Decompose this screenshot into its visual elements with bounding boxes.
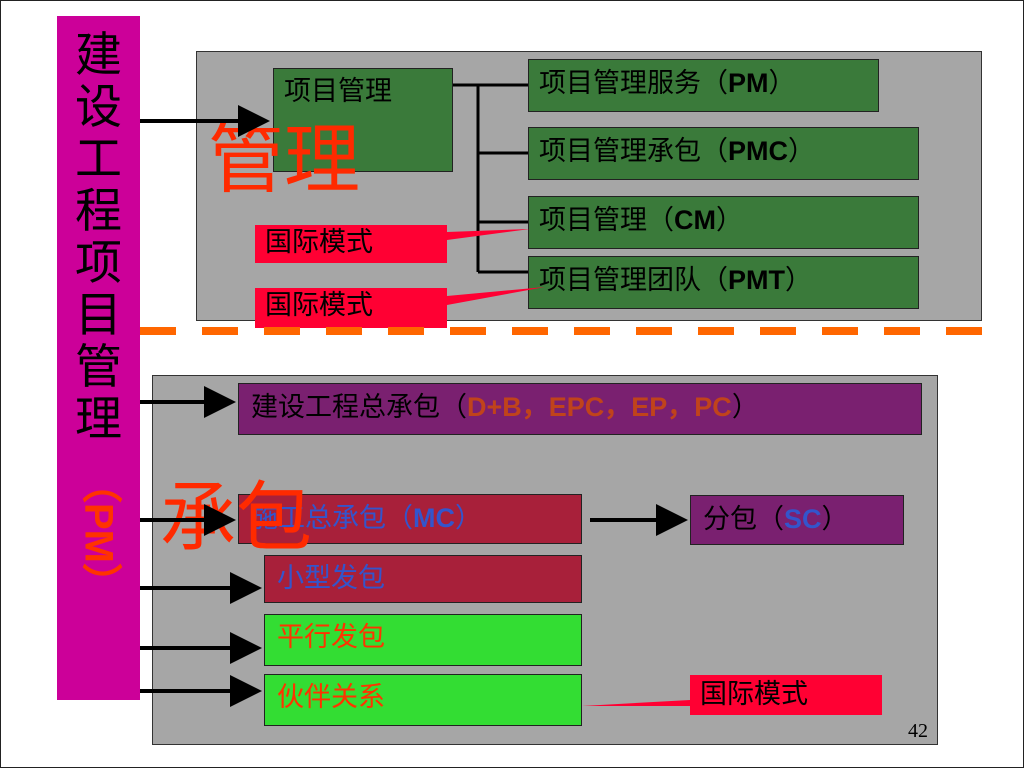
pmt-item-prefix: 项目管理团队（ <box>539 265 728 296</box>
title-char: 程 <box>75 184 122 239</box>
cm-item-code: CM <box>674 205 716 235</box>
partnership-box: 伙伴关系 <box>264 674 582 726</box>
pmt-item-suffix: ） <box>785 265 812 296</box>
pmc-item-suffix: ） <box>788 136 815 167</box>
partnership-label: 伙伴关系 <box>277 682 385 713</box>
cm-item-suffix: ） <box>716 205 743 236</box>
pm-root-label: 项目管理 <box>284 76 392 107</box>
epc-suffix: ） <box>731 392 759 423</box>
vertical-title-bar: 建 设 工 程 项 目 管 理 （PM） <box>57 16 140 700</box>
pm-root-box: 项目管理 <box>273 68 453 172</box>
mc-suffix: ） <box>455 503 482 534</box>
pmc-item-box: 项目管理承包（PMC） <box>528 127 919 180</box>
title-char: 工 <box>75 132 122 187</box>
tag-pointer <box>582 700 690 706</box>
pmc-item-code: PMC <box>728 136 788 166</box>
pm-item-box: 项目管理服务（PM） <box>528 59 879 112</box>
management-big-label: 管理 <box>208 115 360 204</box>
mc-box: 施工总承包（MC） <box>238 494 582 544</box>
epc-codes: D+B，EPC，EP，PC <box>467 392 732 422</box>
title-char: 管 <box>75 340 122 395</box>
intl-mode-tag-bottom: 国际模式 <box>690 675 882 715</box>
epc-box: 建设工程总承包（D+B，EPC，EP，PC） <box>238 383 922 435</box>
tag-pointer <box>447 287 545 305</box>
mc-prefix: 施工总承包（ <box>251 503 413 534</box>
small-contract-box: 小型发包 <box>264 555 582 603</box>
cm-item-box: 项目管理（CM） <box>528 196 919 249</box>
tag-pointer <box>447 229 530 240</box>
pmc-item-prefix: 项目管理承包（ <box>539 136 728 167</box>
small-contract-label: 小型发包 <box>277 563 385 594</box>
title-char: 目 <box>75 288 122 343</box>
sc-suffix: ） <box>821 504 849 535</box>
pm-item-prefix: 项目管理服务（ <box>539 68 728 99</box>
title-char: 建 <box>75 28 122 83</box>
pm-item-suffix: ） <box>768 68 796 99</box>
sc-code: SC <box>784 504 822 534</box>
intl-mode-tag: 国际模式 <box>255 225 447 263</box>
epc-prefix: 建设工程总承包（ <box>251 392 467 423</box>
sc-prefix: 分包（ <box>703 504 784 535</box>
title-char: 理 <box>75 392 122 447</box>
sc-box: 分包（SC） <box>690 495 904 545</box>
pmt-item-box: 项目管理团队（PMT） <box>528 256 919 309</box>
title-char: 项 <box>75 236 122 291</box>
title-suffix-pm: （PM） <box>76 463 121 603</box>
tree-connector <box>453 83 528 274</box>
parallel-contract-label: 平行发包 <box>277 622 385 653</box>
title-char: 设 <box>75 80 122 135</box>
intl-mode-tag: 国际模式 <box>255 288 447 328</box>
page-number: 42 <box>908 720 928 742</box>
cm-item-prefix: 项目管理（ <box>539 205 674 236</box>
pm-item-code: PM <box>728 68 769 98</box>
parallel-contract-box: 平行发包 <box>264 614 582 666</box>
contracting-big-label: 承包 <box>160 473 312 562</box>
mc-code: MC <box>413 503 455 533</box>
pmt-item-code: PMT <box>728 265 785 295</box>
